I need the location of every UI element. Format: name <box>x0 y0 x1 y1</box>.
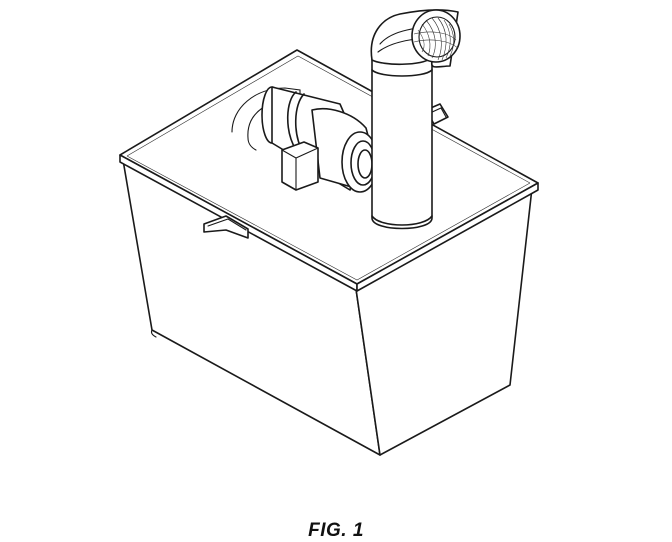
pipe-shaft <box>371 57 433 230</box>
junction-box <box>281 141 319 191</box>
exhaust-pipe <box>370 9 461 230</box>
lid-rim-right <box>356 182 539 292</box>
lid-handle-front <box>203 215 249 239</box>
figure-label: FIG. 1 <box>308 520 364 541</box>
inline-fan-assembly <box>231 86 379 193</box>
elbow-interior-ribs <box>413 17 459 61</box>
